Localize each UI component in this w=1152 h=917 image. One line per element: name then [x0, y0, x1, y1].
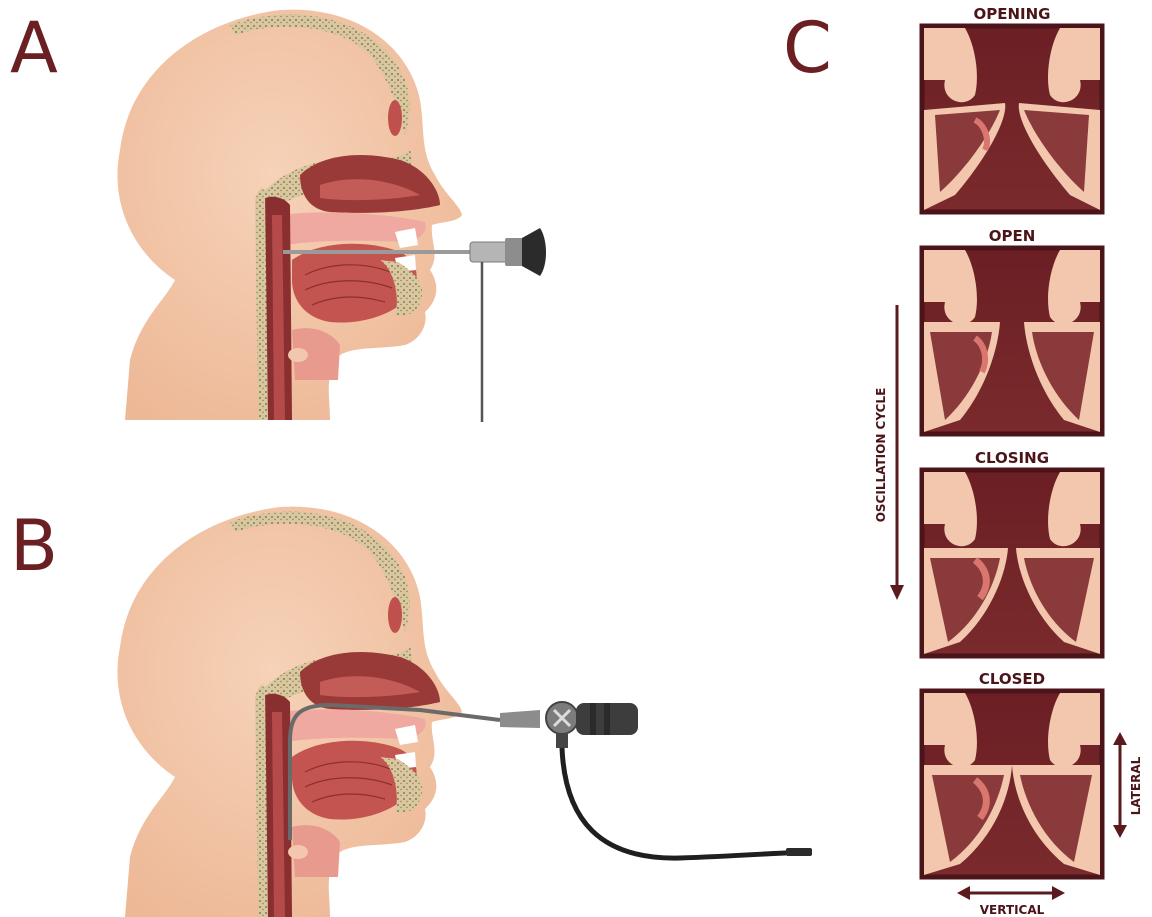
- frame-title-closing: CLOSING: [975, 449, 1049, 467]
- panel-label-c: C: [783, 7, 832, 89]
- frame-opening: OPENING: [922, 5, 1102, 212]
- frame-closed: CLOSED: [922, 670, 1102, 877]
- oscillation-cycle-label: OSCILLATION CYCLE: [874, 388, 888, 523]
- frame-closing: CLOSING: [922, 449, 1102, 656]
- oscillation-cycle-arrow: [890, 305, 904, 600]
- vertical-arrow: [957, 886, 1065, 900]
- vocal-fold-frames: OPENING OPEN CLOSING: [922, 5, 1102, 877]
- panel-label-a: A: [10, 7, 58, 89]
- frame-title-open: OPEN: [989, 227, 1036, 245]
- panel-a-head-illustration: [117, 10, 462, 420]
- frame-title-closed: CLOSED: [979, 670, 1045, 688]
- lateral-arrow: [1113, 732, 1127, 838]
- lateral-label: LATERAL: [1129, 756, 1143, 815]
- panel-label-b: B: [10, 505, 58, 587]
- frame-open: OPEN: [922, 227, 1102, 434]
- frame-title-opening: OPENING: [974, 5, 1051, 23]
- panel-b-head-illustration: [117, 507, 462, 917]
- vertical-label: VERTICAL: [980, 903, 1045, 917]
